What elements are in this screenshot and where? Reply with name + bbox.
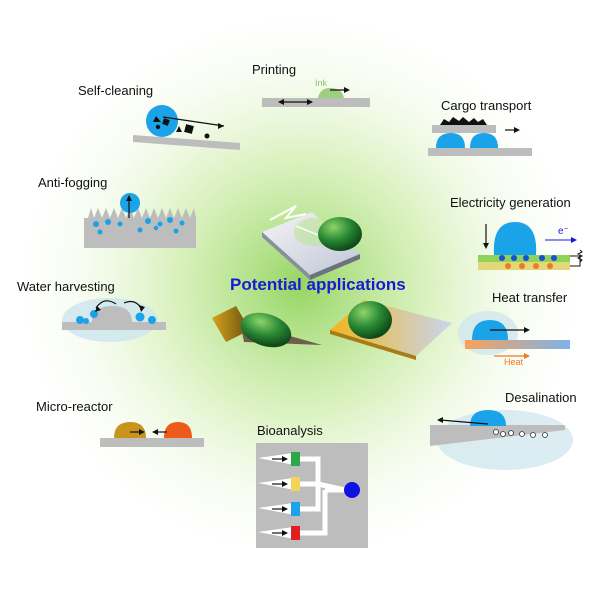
desalination-illustration bbox=[430, 410, 573, 470]
printing-illustration bbox=[262, 87, 370, 107]
label-bioanalysis: Bioanalysis bbox=[257, 423, 323, 438]
label-heat-transfer: Heat transfer bbox=[492, 290, 568, 305]
label-desalination: Desalination bbox=[505, 390, 577, 405]
label-water-harvesting: Water harvesting bbox=[17, 279, 115, 294]
electricity-generation-illustration bbox=[478, 222, 584, 270]
center-tip-droplet-illustration bbox=[212, 306, 322, 348]
center-droplet-plate-illustration bbox=[262, 205, 362, 280]
diagram-title: Potential applications bbox=[230, 275, 406, 294]
cargo-transport-illustration bbox=[428, 117, 532, 156]
heat-transfer-illustration bbox=[458, 311, 570, 359]
water-harvesting-illustration bbox=[62, 298, 166, 342]
center-gradient-plate-illustration bbox=[330, 300, 452, 360]
label-ink: Ink bbox=[315, 78, 328, 88]
micro-reactor-illustration bbox=[100, 422, 204, 447]
center-arrows bbox=[295, 225, 319, 236]
label-cargo-transport: Cargo transport bbox=[441, 98, 532, 113]
label-heat: Heat bbox=[504, 357, 524, 367]
label-printing: Printing bbox=[252, 62, 297, 77]
anti-fogging-illustration bbox=[84, 193, 196, 248]
label-self-cleaning: Self-cleaning bbox=[78, 83, 154, 98]
self-cleaning-illustration bbox=[133, 105, 240, 150]
label-electron: e⁻ bbox=[558, 226, 569, 237]
label-micro-reactor: Micro-reactor bbox=[36, 399, 113, 414]
label-anti-fogging: Anti-fogging bbox=[38, 175, 108, 190]
label-electricity-generation: Electricity generation bbox=[450, 195, 571, 210]
bioanalysis-illustration bbox=[256, 443, 368, 548]
